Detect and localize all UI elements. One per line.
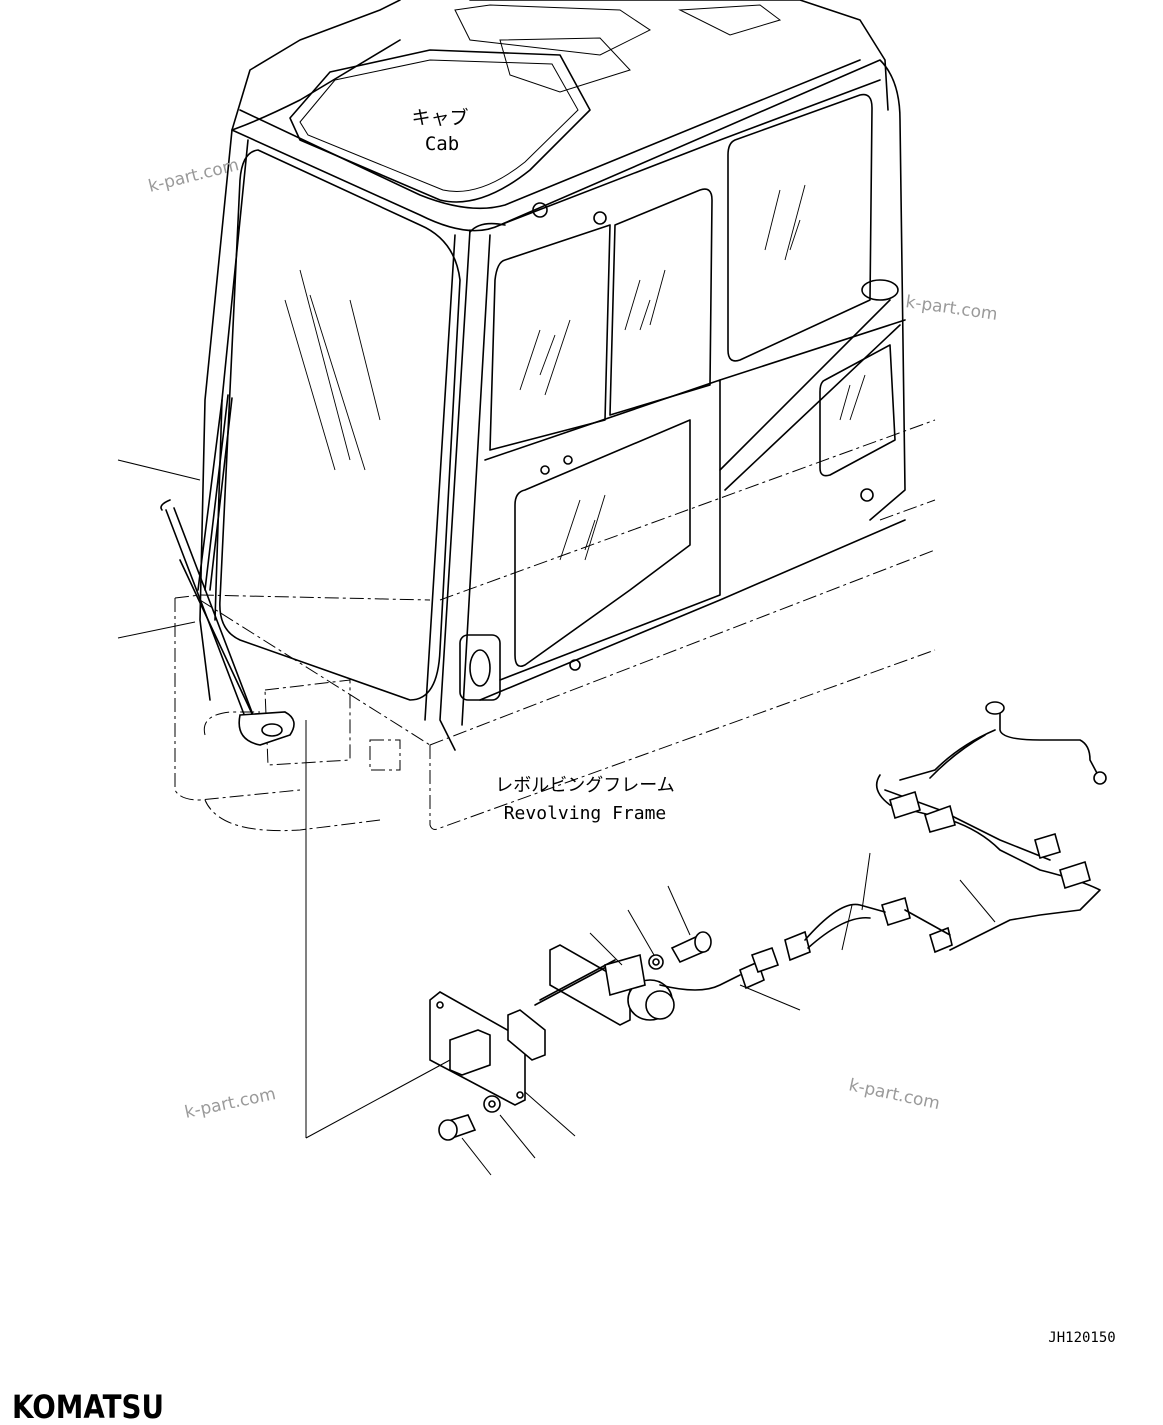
cab-body (199, 0, 906, 751)
wiring-harness (875, 701, 1107, 954)
frame-label-jp: レボルビングフレーム (495, 775, 674, 796)
watermark: k-part.com (847, 1075, 942, 1114)
drawing-code: JH120150 (1048, 1330, 1115, 1346)
cab-label-jp: キャブ (411, 106, 468, 129)
watermark: k-part.com (146, 155, 241, 197)
watermark: k-part.com (904, 292, 998, 325)
watermark: k-part.com (183, 1084, 278, 1123)
leader-lines (117, 459, 996, 1176)
wiper-motor-assembly (429, 896, 911, 1141)
revolving-frame (174, 419, 936, 832)
wiper-arm (160, 394, 295, 746)
komatsu-logo: KOMATSU (12, 1388, 164, 1425)
frame-label-en: Revolving Frame (504, 803, 667, 824)
cab-label-en: Cab (425, 133, 459, 155)
